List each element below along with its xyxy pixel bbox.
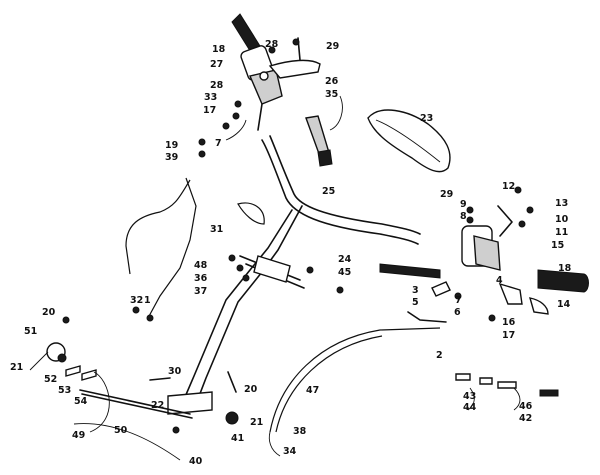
callout-19: 19 [165,140,178,151]
callout-36: 36 [194,273,208,284]
left-control-assembly [231,13,333,167]
callout-7: 7 [215,138,222,149]
callout-20b: 20 [244,384,258,395]
callout-35: 35 [325,89,338,100]
right-control-assembly [379,205,589,323]
callout-11: 11 [555,227,568,238]
callout-38: 38 [293,426,307,437]
callout-43: 43 [463,391,476,402]
callout-25: 25 [322,186,335,197]
callout-7b: 7 [455,295,462,306]
callout-46: 46 [519,401,533,412]
callout-45: 45 [338,267,351,278]
callout-18: 18 [212,44,226,55]
callout-33: 33 [204,92,217,103]
callout-49: 49 [72,430,85,441]
leader-lines [29,95,521,461]
callout-2: 2 [436,350,443,361]
callout-54: 54 [74,396,88,407]
callout-31: 31 [210,224,223,235]
hand-guard [367,109,451,173]
callout-15: 15 [551,240,564,251]
cables [125,177,441,433]
callout-20: 20 [42,307,56,318]
callout-51: 51 [24,326,37,337]
callout-18b: 18 [558,263,572,274]
callout-17: 17 [203,105,216,116]
callout-17b: 17 [502,330,515,341]
callout-6: 6 [454,307,461,318]
callout-39: 39 [165,152,178,163]
callout-41: 41 [231,433,244,444]
callout-4: 4 [496,275,503,286]
callout-30: 30 [168,366,182,377]
callout-53: 53 [58,385,71,396]
callout-21b: 21 [250,417,263,428]
callout-13: 13 [555,198,568,209]
callout-3: 3 [412,285,419,296]
callout-14: 14 [557,299,571,310]
callout-1: 1 [144,295,151,306]
callout-34: 34 [283,446,297,457]
callout-28: 28 [265,39,279,50]
callout-5: 5 [412,297,419,308]
callout-22: 22 [151,400,164,411]
hardware [62,38,559,434]
callout-23: 23 [420,113,433,124]
callout-24: 24 [338,254,352,265]
callout-16: 16 [502,317,516,328]
callout-9: 9 [460,199,467,210]
callout-labels: 1 2 3 4 5 6 7 7 8 9 10 11 12 13 14 15 16… [10,39,572,467]
callout-29: 29 [326,41,339,52]
callout-44: 44 [463,402,477,413]
callout-12: 12 [502,181,515,192]
steering-post-lower [46,342,239,425]
callout-8: 8 [460,211,467,222]
callout-10: 10 [555,214,569,225]
callout-28b: 28 [210,80,224,91]
handlebar-frame [181,135,421,405]
callout-52: 52 [44,374,57,385]
callout-26: 26 [325,76,339,87]
callout-47: 47 [306,385,319,396]
callout-48: 48 [194,260,208,271]
callout-21: 21 [10,362,23,373]
callout-40: 40 [189,456,203,467]
callout-42: 42 [519,413,532,424]
callout-37: 37 [194,286,207,297]
callout-27: 27 [210,59,223,70]
callout-32: 32 [130,295,143,306]
callout-50: 50 [114,425,128,436]
callout-29b: 29 [440,189,453,200]
